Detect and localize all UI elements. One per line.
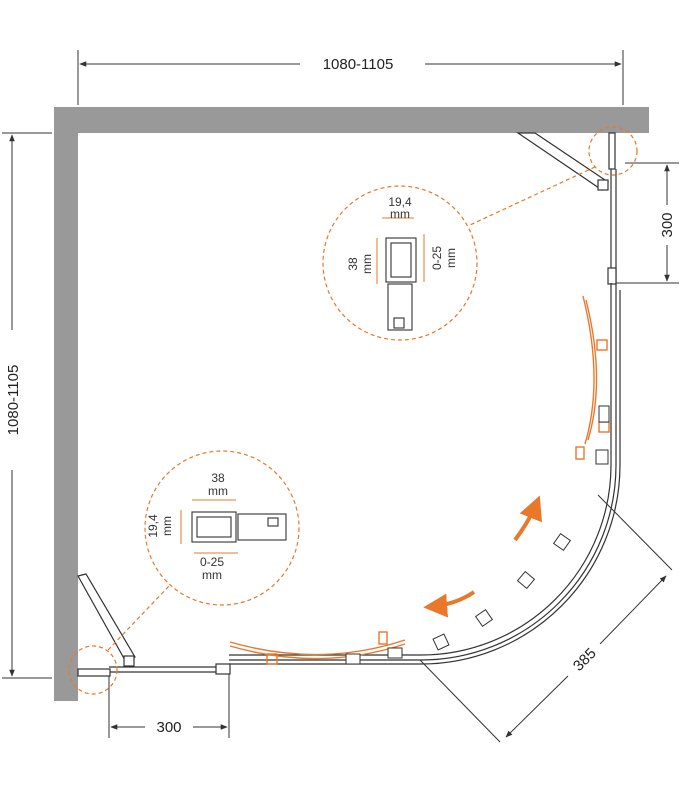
- left-wall: [54, 107, 78, 701]
- door-panels: [229, 295, 610, 665]
- detail-top-width-unit: mm: [390, 207, 410, 221]
- detail-bottom-adjust-unit: mm: [202, 568, 222, 582]
- detail-bottom-height-unit: mm: [160, 516, 174, 536]
- detail-top-adjust: 0-25: [430, 246, 444, 270]
- left-height-dimension: 1080-1105: [2, 132, 52, 679]
- sliding-arrows: [423, 495, 543, 618]
- left-height-label: 1080-1105: [5, 365, 22, 436]
- detail-callout-top: 19,4 mm 38 mm 0-25 mm: [322, 126, 638, 341]
- detail-bottom-height: 19,4: [146, 514, 160, 538]
- right-offset-dimension: 300: [612, 162, 679, 284]
- top-width-dimension: 1080-1105: [77, 50, 624, 105]
- rollers: [345, 405, 610, 665]
- detail-top-height: 38: [346, 257, 360, 271]
- detail-top-height-unit: mm: [360, 254, 374, 274]
- detail-top-adjust-unit: mm: [444, 248, 458, 268]
- diagonal-label: 385: [570, 645, 600, 675]
- detail-top-width: 19,4: [388, 195, 412, 209]
- detail-bottom-width-unit: mm: [208, 484, 228, 498]
- detail-bottom-width: 38: [211, 471, 225, 485]
- bottom-offset-dimension: 300: [108, 670, 230, 738]
- top-width-label: 1080-1105: [323, 56, 394, 73]
- diagonal-dimension: 385: [419, 494, 673, 743]
- detail-callout-bottom: 38 mm 19,4 mm 0-25 mm: [68, 450, 300, 695]
- detail-bottom-adjust: 0-25: [200, 555, 224, 569]
- right-offset-label: 300: [659, 212, 676, 237]
- bottom-offset-label: 300: [156, 719, 181, 736]
- top-wall: [54, 107, 649, 133]
- enclosure-frame: [77, 132, 621, 677]
